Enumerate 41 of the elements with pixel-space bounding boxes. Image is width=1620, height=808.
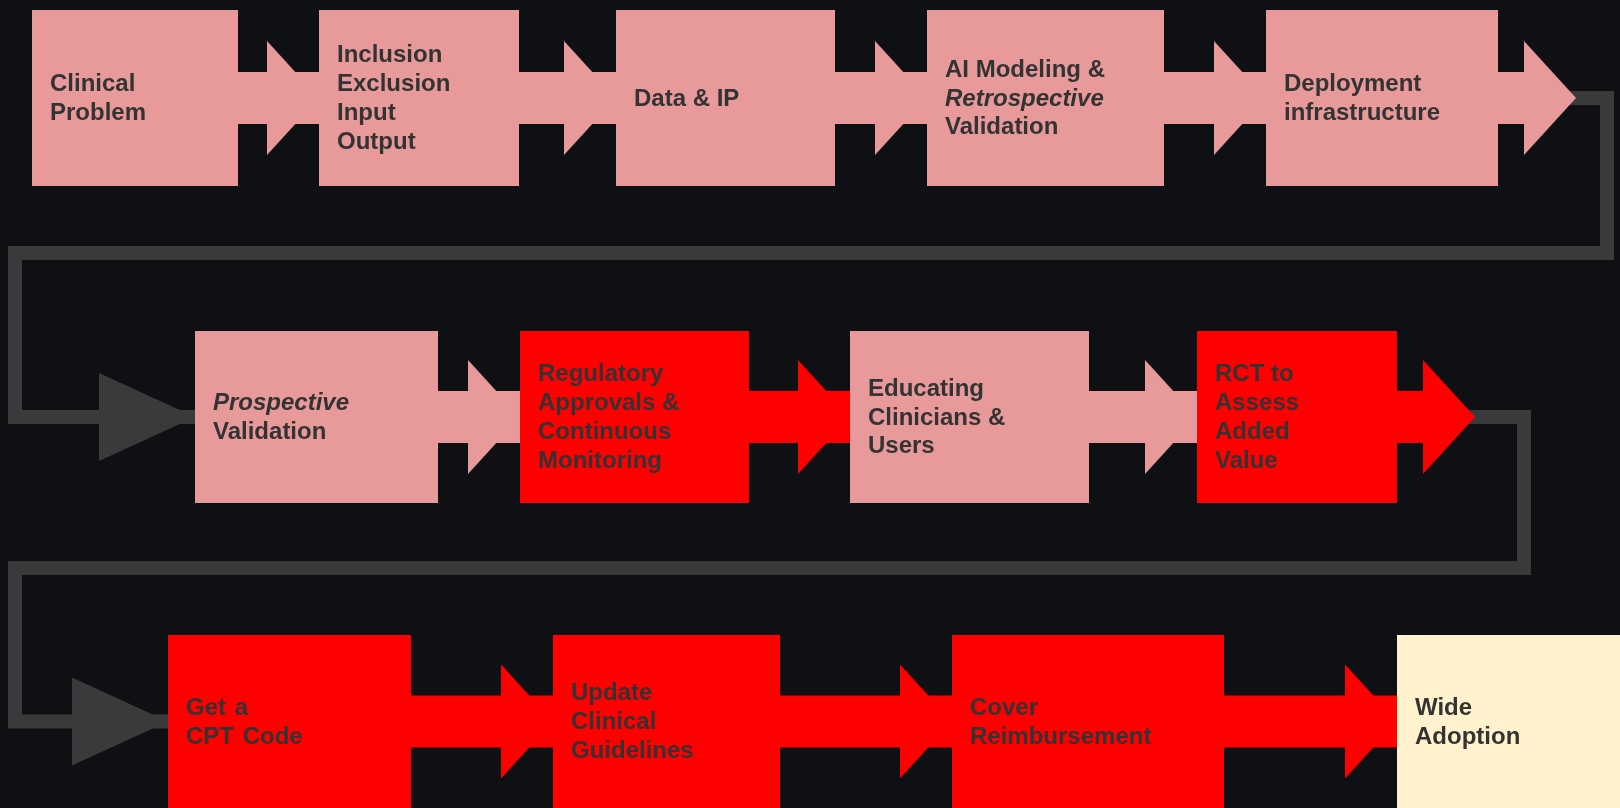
process-box [616, 10, 835, 186]
step-label: AI Modeling & Retrospective Validation [945, 54, 1106, 142]
connector-arrow [8, 410, 1531, 766]
step-label: RCT to Assess Added Value [1215, 359, 1301, 475]
step-label: Data & IP [634, 83, 741, 113]
block-arrow [519, 41, 616, 155]
block-arrow [238, 41, 319, 155]
step-label: Educating Clinicians & Users [868, 373, 1007, 461]
process-box [850, 331, 1089, 503]
step-label: Cover Reimbursement [970, 692, 1153, 751]
block-arrow [780, 664, 952, 779]
step-label: Wide Adoption [1415, 692, 1522, 751]
block-arrow [749, 360, 850, 474]
process-box [927, 10, 1164, 186]
block-arrow [1164, 41, 1266, 155]
process-box [319, 10, 519, 186]
process-box [1197, 331, 1397, 503]
process-box [168, 635, 411, 808]
step-label: Regulatory Approvals & Continuous Monitoring [538, 359, 681, 475]
process-box [520, 331, 749, 503]
process-box [32, 10, 238, 186]
step-label: Prospective Validation [213, 388, 351, 446]
process-box [1397, 635, 1620, 808]
process-box [553, 635, 780, 808]
process-box [952, 635, 1224, 808]
step-label: Update Clinical Guidelines [571, 678, 695, 765]
step-label: Inclusion [337, 40, 444, 70]
step-label: Clinical Problem [50, 69, 148, 127]
block-arrow [438, 360, 520, 474]
block-arrow [1224, 664, 1397, 779]
step-label: Input [337, 98, 397, 127]
process-box [1266, 10, 1498, 186]
step-label: Get a CPT Code [186, 692, 303, 751]
block-arrow [1089, 360, 1197, 474]
step-label: Output [337, 126, 417, 156]
connector-arrow [8, 91, 1614, 461]
block-arrow [411, 664, 553, 779]
step-label: Exclusion [337, 69, 452, 98]
block-arrow [835, 41, 927, 155]
step-label: Deployment infrastructure [1284, 69, 1442, 127]
process-box [195, 331, 438, 503]
